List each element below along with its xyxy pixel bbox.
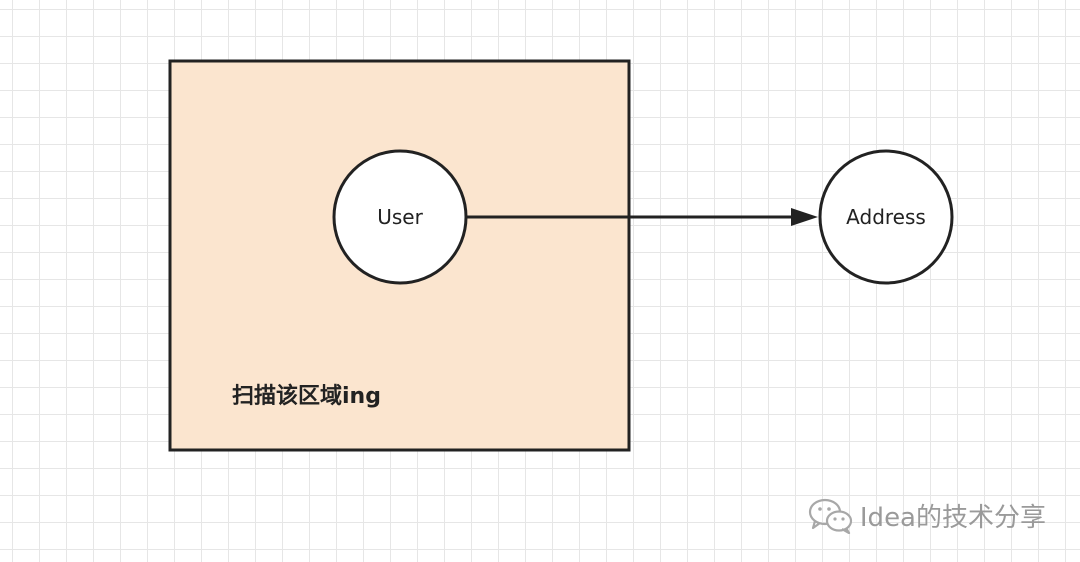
- watermark: Idea的技术分享: [808, 497, 1046, 534]
- arrowhead: [791, 208, 818, 226]
- scan-region-label: 扫描该区域ing: [232, 384, 381, 409]
- user-node: [332, 149, 468, 285]
- user-node-label: User: [377, 205, 423, 229]
- address-node: [818, 149, 954, 285]
- address-node-label: Address: [846, 205, 926, 229]
- wechat-icon: [808, 498, 852, 534]
- watermark-text: Idea的技术分享: [859, 503, 1046, 533]
